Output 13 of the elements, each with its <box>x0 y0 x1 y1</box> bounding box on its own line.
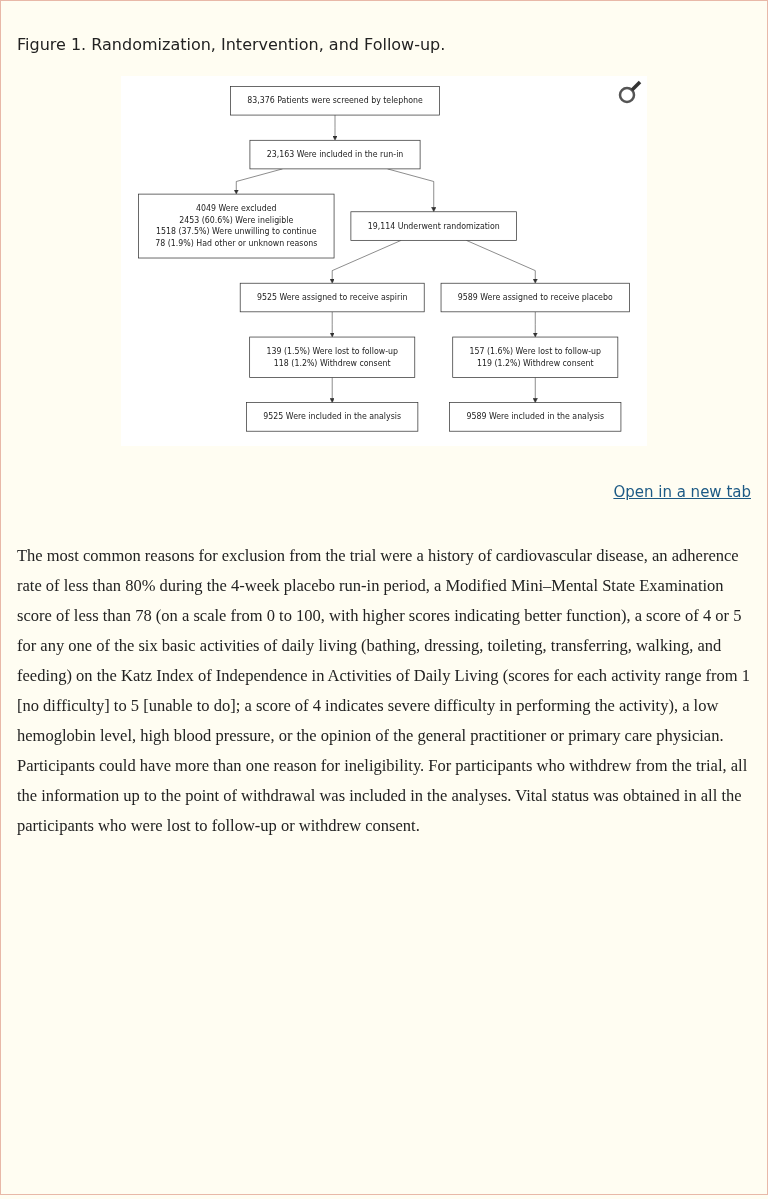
node-box <box>230 86 440 116</box>
caption-paragraph: The most common reasons for exclusion from the trial were a history of cardiovascular disease, an adherence rate of less than 80% during the 4-week placebo run-in period, a Modified Mini–Mental State Examination score of less than 78 (on a scale from 0 to 100, with higher scores indicating better function), a score of 4 or 5 for any one of the six basic activities of daily living (bathing, dressing, toileting, transferring, walking, and feeding) on the Katz Index of Independence in Activities of Daily Living (scores for each activity range from 1 [no difficulty] to 5 [unable to do]; a score of 4 indicates severe difficulty in performing the activity), a low hemoglobin level, high blood pressure, or the opinion of the general practitioner or primary care physician. Participants could have more than one reason for ineligibility. For participants who withdrew from the trial, all the information up to the point of withdrawal was included in the analyses. Vital status was obtained in all the participants who were lost to follow-up or withdrew consent. <box>17 544 751 837</box>
node-box <box>138 193 335 259</box>
node-box <box>449 402 622 432</box>
node-box <box>249 336 416 378</box>
node-box <box>249 139 421 170</box>
node-box <box>350 211 517 241</box>
node-box <box>246 402 419 432</box>
node-box <box>440 282 630 313</box>
node-box <box>452 336 619 378</box>
node-box <box>239 282 425 313</box>
figure-title: Figure 1. Randomization, Intervention, and Follow-up. <box>17 35 447 54</box>
open-link: Open in a new tab <box>613 482 751 501</box>
